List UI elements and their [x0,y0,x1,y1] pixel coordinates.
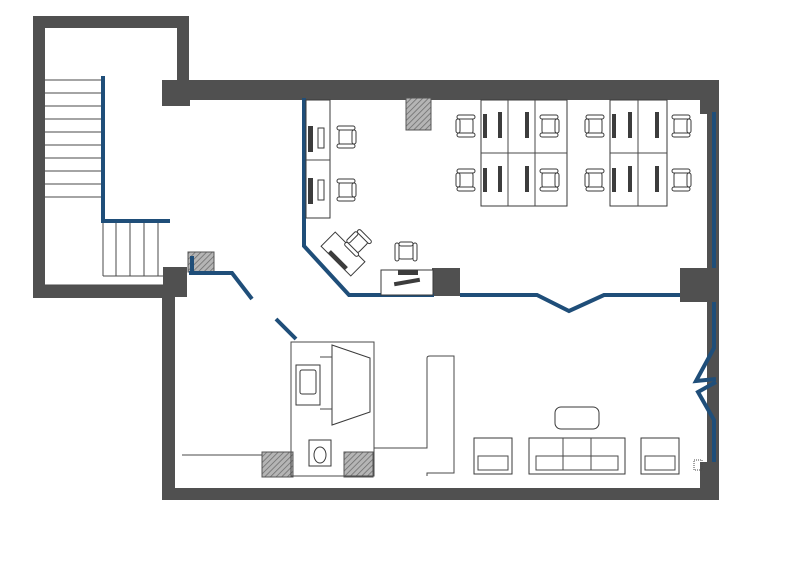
workstations-left [305,99,434,296]
staircase [45,76,175,286]
workstations-right [455,99,692,207]
glass-partitions [189,98,717,462]
restroom [182,341,455,477]
structural-columns [162,80,719,490]
exterior-walls [33,16,719,500]
reception-lounge [473,406,703,475]
